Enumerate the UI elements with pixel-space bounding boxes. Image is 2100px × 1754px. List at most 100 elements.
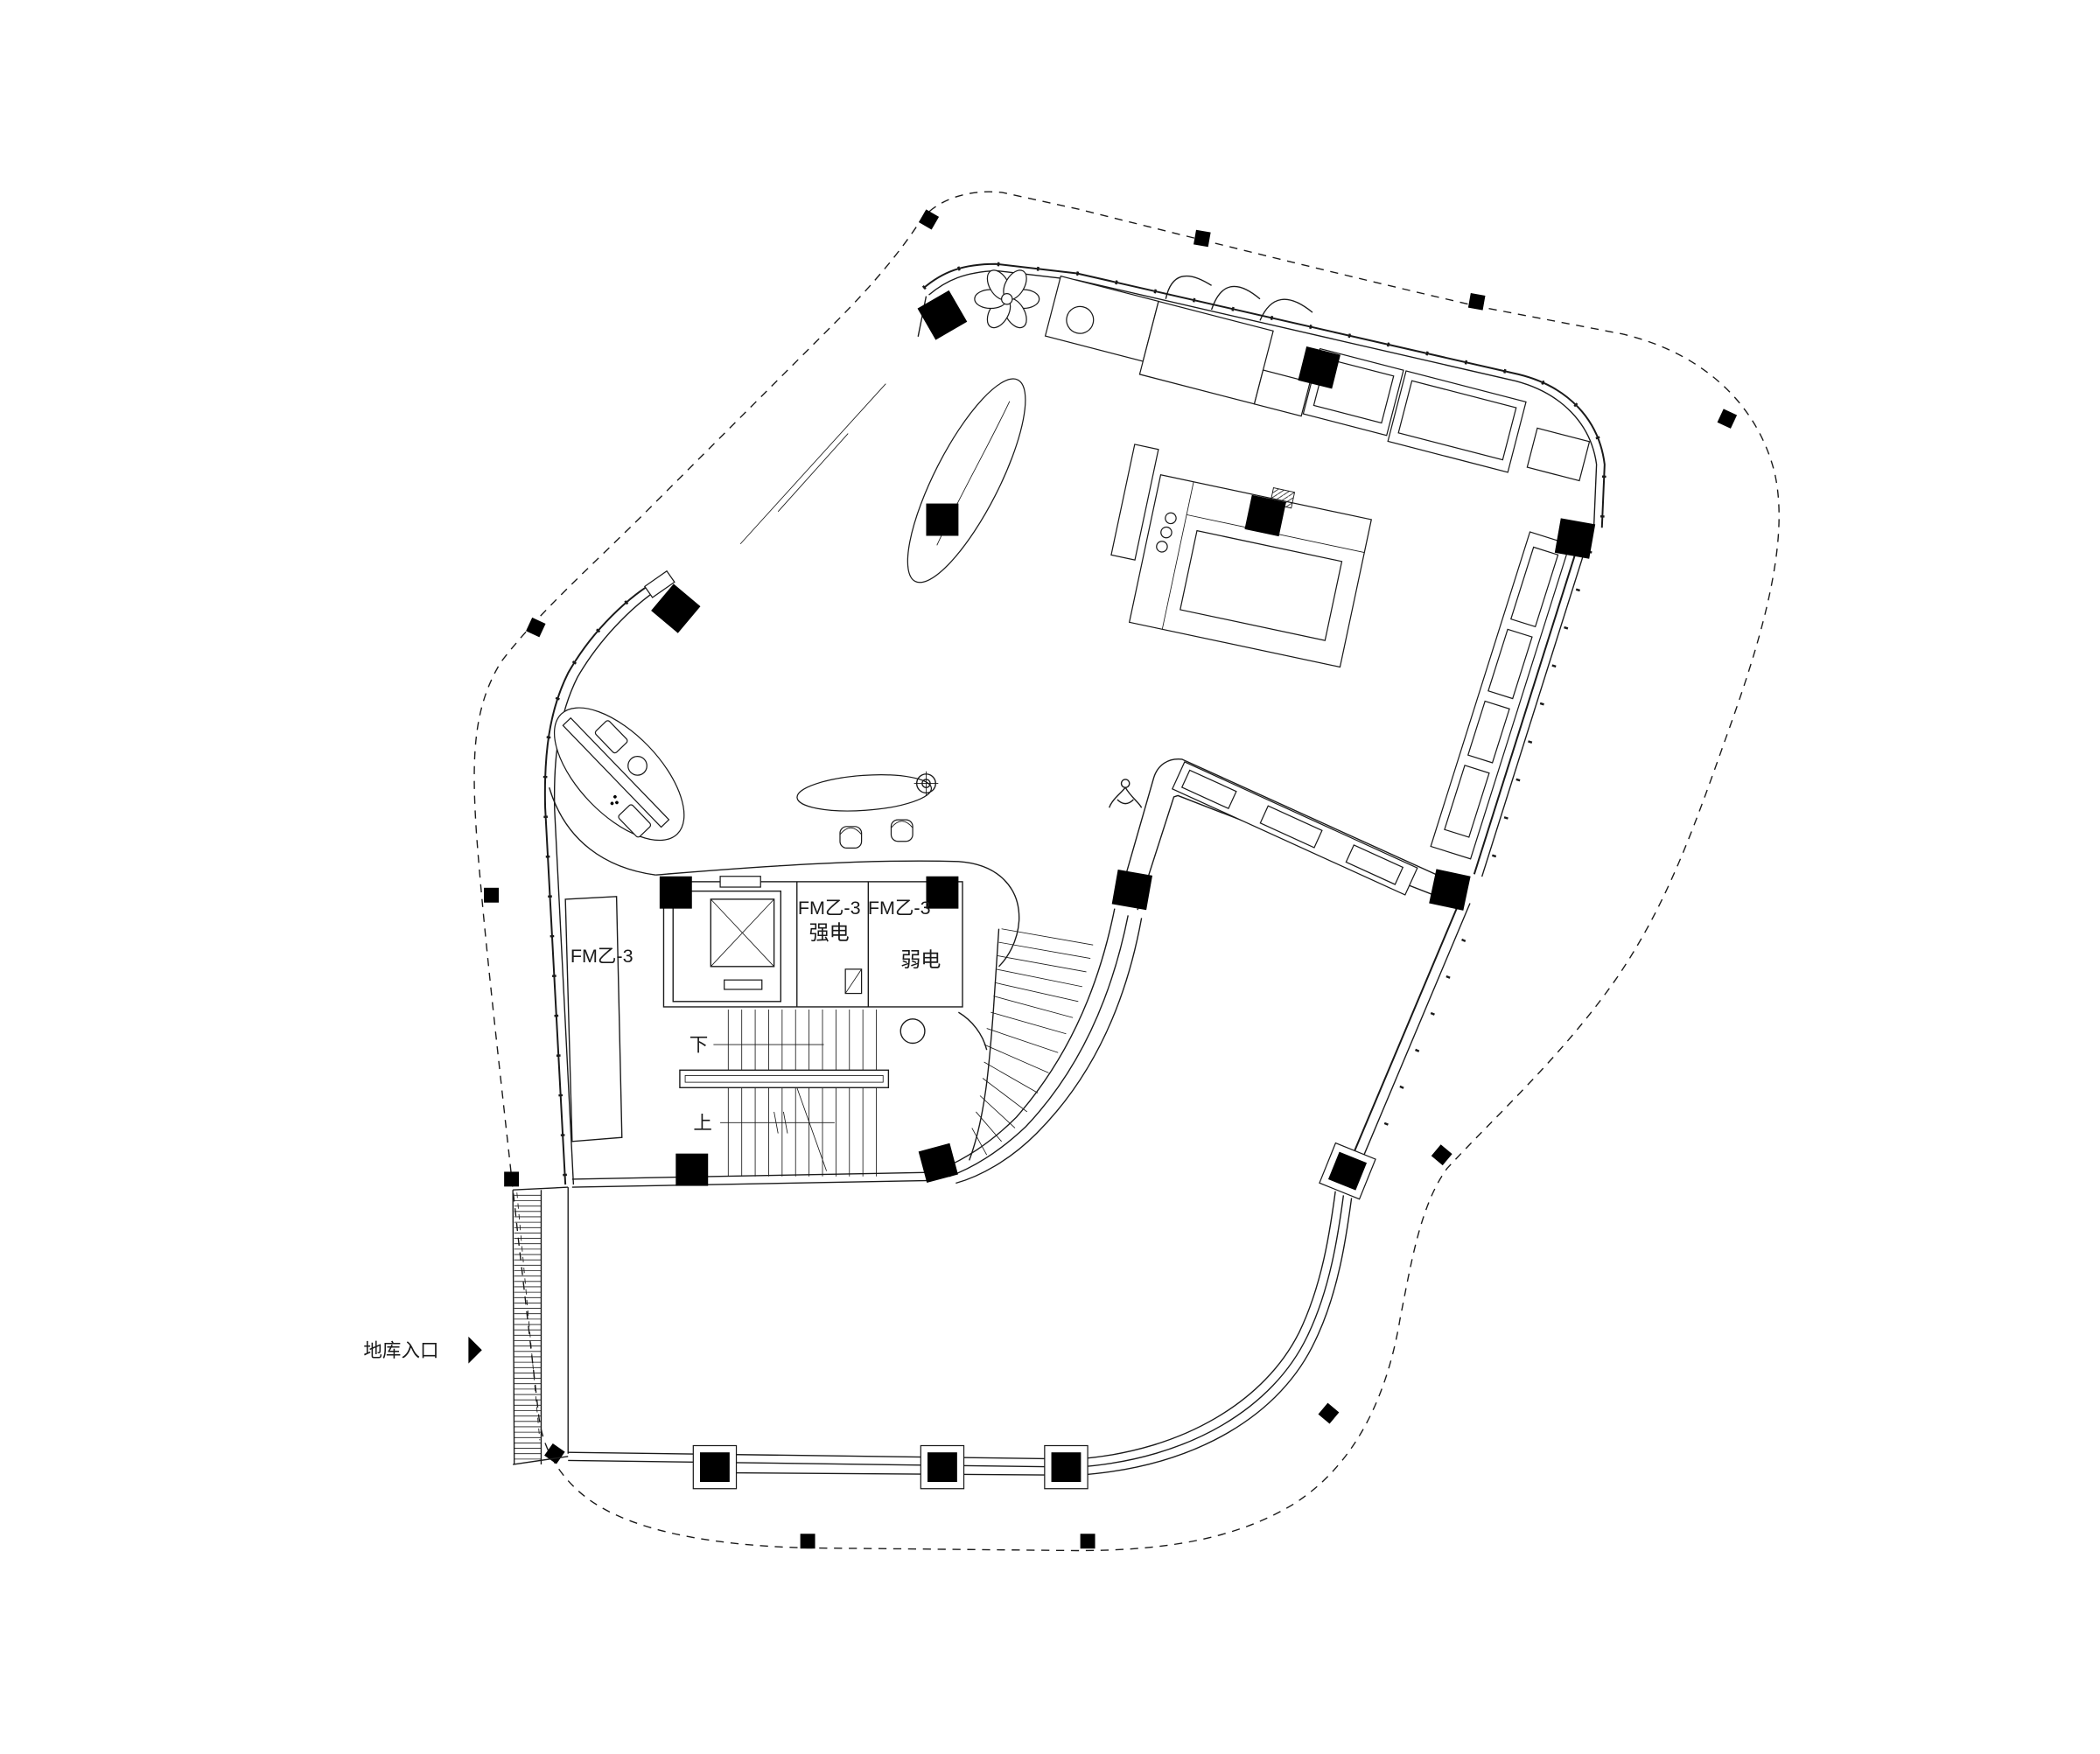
ramp-bottom-edge <box>513 1456 569 1465</box>
stair-curved-wall-1 <box>942 908 1116 1170</box>
strong-electric-label: 强电 <box>809 921 850 944</box>
plant-center <box>1001 292 1013 305</box>
vertical-core <box>564 876 1094 1177</box>
core-bottom-wall-2 <box>571 1179 932 1188</box>
curved-stair-inner-edge <box>969 928 1000 1161</box>
bottom-cabinet-row <box>1171 761 1418 896</box>
counter-fixture <box>1165 512 1177 525</box>
stair-newel-post <box>900 1018 926 1045</box>
fire-door-label-strong: FM乙-3 <box>798 898 861 919</box>
boundary-marker <box>526 617 546 638</box>
lower-area-bottom-wall-3 <box>694 1471 1077 1477</box>
person-body <box>1109 786 1143 808</box>
column <box>918 1143 958 1184</box>
chair-back <box>839 827 862 835</box>
framed-column <box>920 1444 965 1490</box>
counter-inner <box>1180 529 1343 641</box>
column <box>1111 869 1153 911</box>
hall-curve-to-core <box>549 786 656 876</box>
cabinet-step <box>1253 369 1311 417</box>
column <box>1244 494 1286 537</box>
counter-fixture <box>1160 526 1172 539</box>
target-cross <box>914 771 939 796</box>
curved-stair <box>900 928 1094 1161</box>
column-core <box>1051 1452 1082 1483</box>
labels: FM乙-3 FM乙-3 强电 FM乙-3 弱电 下 上 地库入口 <box>363 898 941 1361</box>
fire-door-room <box>564 896 623 1143</box>
basement-entrance-label: 地库入口 <box>363 1340 438 1361</box>
cabinet <box>1180 769 1237 810</box>
table-item <box>594 720 628 754</box>
framed-column <box>1044 1444 1088 1490</box>
counter-fixture <box>1156 541 1168 553</box>
wall-corner-piece <box>643 570 676 598</box>
stair-up-label: 上 <box>693 1113 712 1134</box>
fire-door-label-left: FM乙-3 <box>570 946 634 967</box>
column-core <box>928 1452 957 1483</box>
cabinet <box>1510 546 1559 628</box>
lower-area-curved-wall-2 <box>1076 1195 1345 1468</box>
table-dot <box>613 794 617 799</box>
core-box <box>662 881 963 1008</box>
lower-area-diagonal-wall-1 <box>1352 898 1462 1156</box>
right-wall-line <box>1480 542 1588 877</box>
top-curtain-wall-outer <box>922 262 1606 528</box>
table-item <box>618 804 652 838</box>
shaft-access-door-swing <box>844 968 862 994</box>
stair-down-label: 下 <box>690 1035 709 1056</box>
left-elliptical-table <box>553 707 685 842</box>
right-cabinet-band <box>1430 531 1592 879</box>
curved-stair-well-edge <box>958 1011 988 1051</box>
table-dot <box>610 801 614 806</box>
chair <box>890 819 914 842</box>
column <box>1554 518 1596 559</box>
stair-cut-line <box>796 1087 828 1171</box>
furniture <box>553 269 1592 896</box>
table-bar <box>562 716 670 828</box>
corner-cabinet <box>1526 427 1591 482</box>
column <box>651 584 701 633</box>
column-core <box>700 1452 730 1483</box>
chair <box>839 826 863 849</box>
glass-partition-line <box>739 383 886 545</box>
ramp-slope-line <box>516 1192 541 1441</box>
lower-area <box>468 898 1480 1477</box>
cabinet <box>1345 844 1404 885</box>
lounge-ellipse-table <box>796 774 933 812</box>
boundary-marker <box>1080 1534 1096 1549</box>
elevator-cross <box>710 898 774 968</box>
elevator-car <box>710 898 775 968</box>
door-swing-arc <box>1165 275 1212 299</box>
site-boundary-dashed-line <box>473 191 1780 1552</box>
glass-partition-line-offset <box>777 433 849 513</box>
boundary-marker <box>1431 1144 1452 1166</box>
column <box>1298 346 1340 389</box>
column <box>659 876 692 909</box>
curved-stair-treads <box>971 928 1094 1156</box>
right-wall-line <box>1473 546 1578 875</box>
bench <box>1110 444 1159 561</box>
fire-door-label-weak: FM乙-3 <box>868 898 931 919</box>
boundary-marker <box>484 887 499 903</box>
curtain-walls <box>542 262 1607 1185</box>
column <box>1429 869 1471 911</box>
cabinet <box>1466 700 1510 764</box>
boundary-marker <box>800 1534 816 1549</box>
door-swing-arc <box>1259 298 1313 321</box>
lower-area-bottom-wall-2 <box>568 1459 1077 1468</box>
column <box>926 876 959 909</box>
target-icon <box>914 771 939 796</box>
central-counter <box>1128 474 1373 668</box>
door-swing-arc <box>1210 285 1261 311</box>
cabinet-panel <box>1397 380 1517 461</box>
stair-handrail-outer <box>679 1069 890 1088</box>
lower-area-diagonal-wall-2 <box>1362 903 1471 1160</box>
column <box>917 290 968 340</box>
core-outline <box>655 860 1020 968</box>
top-cabinet-band <box>1044 275 1527 473</box>
triangle-right-icon <box>468 1336 482 1364</box>
core-bottom-wall-1 <box>571 1171 929 1180</box>
framed-column <box>1319 1142 1376 1200</box>
